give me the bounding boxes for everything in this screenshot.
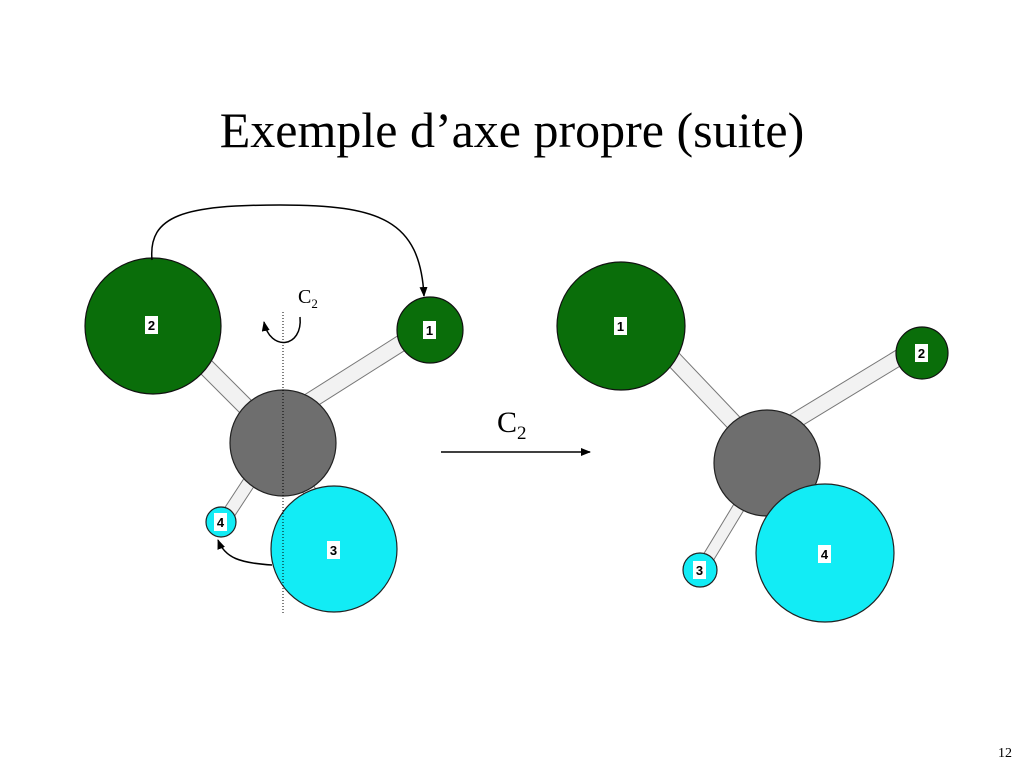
label-box bbox=[145, 316, 158, 334]
atom-label: 2 bbox=[918, 346, 925, 361]
label-box bbox=[327, 541, 340, 559]
exchange-arrow-cyan bbox=[217, 539, 273, 566]
atom-label: 3 bbox=[330, 543, 337, 558]
label-box bbox=[614, 317, 627, 335]
label-box bbox=[818, 545, 831, 563]
exchange-arrow-green bbox=[151, 204, 428, 297]
label-box bbox=[915, 344, 928, 362]
operation-label: C2 bbox=[497, 406, 527, 444]
atom-label: 1 bbox=[617, 319, 624, 334]
rotation-arrow-icon bbox=[261, 316, 301, 344]
atom-label: 1 bbox=[426, 323, 433, 338]
bond-to-small-green bbox=[782, 345, 911, 434]
slide-title: Exemple d’axe propre (suite) bbox=[219, 102, 805, 158]
label-box bbox=[214, 513, 227, 531]
axis-label: C2 bbox=[298, 286, 318, 311]
atom-label: 4 bbox=[821, 547, 829, 562]
operation-arrow-group: C2 bbox=[441, 406, 591, 456]
atom-label: 3 bbox=[696, 563, 703, 578]
molecule-before: 2 1 3 4 C2 bbox=[84, 204, 464, 614]
label-box bbox=[423, 321, 436, 339]
atom-label: 4 bbox=[217, 515, 225, 530]
page-number: 12 bbox=[998, 746, 1012, 761]
molecule-after: 1 2 4 3 bbox=[556, 261, 949, 623]
atom-label: 2 bbox=[148, 318, 155, 333]
label-box bbox=[693, 561, 706, 579]
